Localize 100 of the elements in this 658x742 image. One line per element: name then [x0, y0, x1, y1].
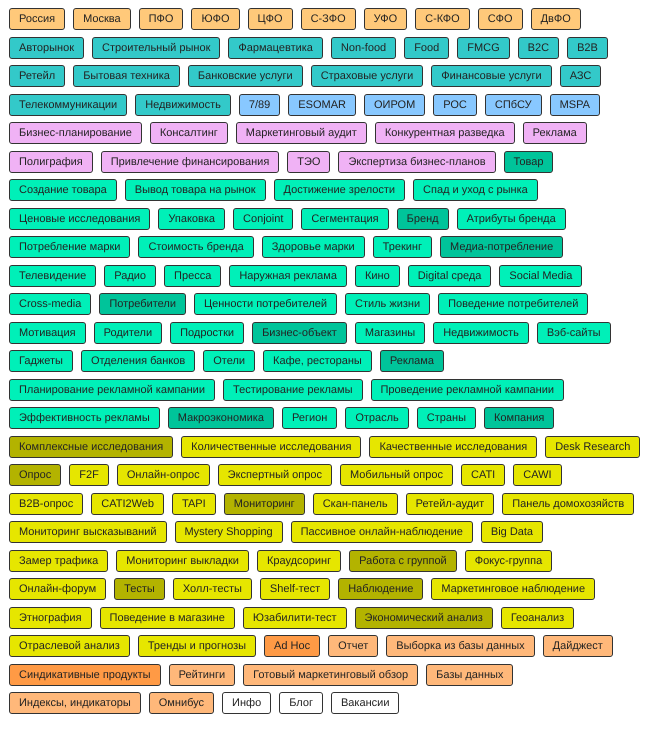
tag-label: Пресса — [164, 264, 222, 286]
tag-label: Конкурентная разведка — [374, 122, 515, 144]
tag-label: Вакансии — [330, 692, 400, 714]
tag-label: Отрасль — [345, 407, 409, 429]
tag-label: Онлайн-форум — [9, 578, 106, 600]
tag-label: Вывод товара на рынок — [124, 179, 266, 201]
tag-label: УФО — [364, 8, 408, 30]
tag-label: Товар — [504, 150, 554, 172]
tag-label: Conjoint — [233, 208, 294, 230]
tag-label: Отчет — [328, 635, 378, 657]
tag-label: Рейтинги — [168, 664, 236, 686]
tag-label: Shelf-тест — [260, 578, 330, 600]
tag-label: Россия — [9, 8, 66, 30]
tag-label: Бытовая техника — [73, 65, 180, 87]
tag-label: TAPI — [172, 492, 216, 514]
tag-label: Фармацевтика — [228, 36, 323, 58]
tag-label: Тренды и прогнозы — [138, 635, 256, 657]
tag-label: Страховые услуги — [310, 65, 424, 87]
tag-label: Недвижимость — [433, 322, 529, 344]
tag-label: Стиль жизни — [345, 293, 430, 315]
tag-label: B2B — [567, 36, 608, 58]
tag-label: Телекоммуникации — [9, 94, 128, 116]
tag-label: Ad Hoc — [264, 635, 320, 657]
tag-label: Тестирование рекламы — [222, 378, 363, 400]
tag-label: Вэб-сайты — [536, 322, 611, 344]
tag-label: Банковские услуги — [188, 65, 303, 87]
tag-label: Бизнес-объект — [252, 322, 347, 344]
tag-label: Реклама — [522, 122, 587, 144]
tag-label: Здоровье марки — [262, 236, 365, 258]
tag-label: Работа с группой — [349, 550, 457, 572]
tag-label: Комплексные исследования — [9, 436, 174, 458]
tag-label: Наружная реклама — [229, 264, 347, 286]
tag-label: ЮФО — [191, 8, 240, 30]
tag-label: CATI2Web — [91, 492, 164, 514]
tag-label: СПбСУ — [484, 94, 542, 116]
tag-label: FMCG — [457, 36, 510, 58]
tag-label: Кафе, рестораны — [263, 350, 372, 372]
tag-label: Экспертиза бизнес-планов — [338, 150, 496, 172]
tag-label: Регион — [282, 407, 338, 429]
tag-label: Потребление марки — [9, 236, 130, 258]
tag-label: ДвФО — [530, 8, 581, 30]
tag-label: Макроэкономика — [168, 407, 274, 429]
tag-label: Упаковка — [158, 208, 226, 230]
tag-label: Стоимость бренда — [138, 236, 254, 258]
tag-label: Краудсоринг — [256, 550, 342, 572]
tag-label: Экспертный опрос — [218, 464, 332, 486]
tag-label: Планирование рекламной кампании — [9, 378, 215, 400]
tag-label: Полиграфия — [9, 150, 93, 172]
tag-label: Реклама — [380, 350, 444, 372]
tag-label: Радио — [104, 264, 156, 286]
tag-label: Базы данных — [426, 664, 514, 686]
tag-label: Страны — [416, 407, 476, 429]
tag-label: Эффективность рекламы — [9, 407, 160, 429]
tag-label: Синдикативные продукты — [9, 664, 161, 686]
tag-label: Food — [404, 36, 450, 58]
tag-label: Ценовые исследования — [9, 208, 150, 230]
tag-label: Mystery Shopping — [174, 521, 283, 543]
tag-label: Замер трафика — [9, 550, 108, 572]
tag-label: Магазины — [354, 322, 426, 344]
tag-label: CATI — [461, 464, 506, 486]
tag-label: Ретейл-аудит — [406, 492, 494, 514]
tag-label: B2C — [518, 36, 560, 58]
tag-label: С-ЗФО — [300, 8, 356, 30]
tag-label: Ретейл — [9, 65, 66, 87]
tag-label: РОС — [433, 94, 477, 116]
tag-label: Консалтинг — [150, 122, 228, 144]
tag-label: Мониторинг выкладки — [116, 550, 249, 572]
tag-label: Панель домохозяйств — [502, 492, 634, 514]
tag-label: Скан-панель — [312, 492, 398, 514]
tag-label: Финансовые услуги — [431, 65, 552, 87]
tag-label: Гаджеты — [9, 350, 73, 372]
tag-label: Готовый маркетинговый обзор — [243, 664, 418, 686]
tag-label: Создание товара — [9, 179, 117, 201]
tag-label: Качественные исследования — [369, 436, 538, 458]
tag-label: Телевидение — [9, 264, 96, 286]
tag-label: Холл-тесты — [172, 578, 252, 600]
tag-label: Строительный рынок — [92, 36, 220, 58]
tag-label: Big Data — [480, 521, 544, 543]
tag-label: ESOMAR — [288, 94, 356, 116]
tag-label: Desk Research — [545, 436, 640, 458]
tag-label: Экономический анализ — [354, 606, 493, 628]
tag-label: 7/89 — [238, 94, 280, 116]
tag-label: MSPA — [550, 94, 600, 116]
tag-label: Маркетинговый аудит — [236, 122, 367, 144]
tag-label: Спад и уход с рынка — [413, 179, 538, 201]
tag-label: Поведение потребителей — [438, 293, 588, 315]
tag-label: Геоанализ — [500, 606, 574, 628]
tag-label: Фокус-группа — [464, 550, 552, 572]
tag-label: B2B-опрос — [9, 492, 84, 514]
tag-label: Родители — [94, 322, 162, 344]
tag-label: Мотивация — [9, 322, 86, 344]
tag-label: Медиа-потребление — [440, 236, 564, 258]
tag-label: Наблюдение — [338, 578, 424, 600]
tag-label: Мониторинг высказываний — [9, 521, 167, 543]
tag-label: Потребители — [99, 293, 186, 315]
tag-label: Количественные исследования — [181, 436, 362, 458]
tag-label: Этнография — [9, 606, 92, 628]
tag-label: Сегментация — [301, 208, 389, 230]
tag-label: Блог — [279, 692, 323, 714]
tag-label: ОИРОМ — [364, 94, 426, 116]
